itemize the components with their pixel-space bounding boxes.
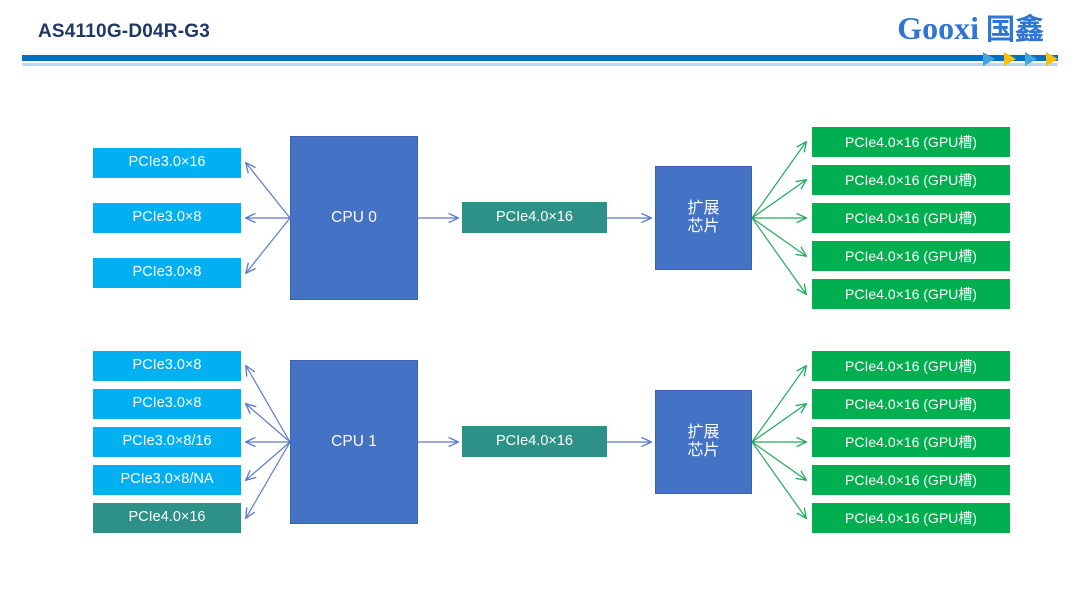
pcie-slot-box[interactable]: PCIe3.0×8/NA (93, 465, 241, 495)
gpu-slot-label: PCIe4.0×16 (GPU槽) (845, 471, 977, 488)
pcie-slot-box[interactable]: PCIe3.0×8 (93, 203, 241, 233)
triangle-right-icon-2 (1004, 52, 1016, 66)
pcie-switch-label-line1: 扩展 (687, 200, 720, 218)
pcie-slot-label: PCIe3.0×16 (128, 154, 206, 171)
block-diagram: PCIe3.0×16 PCIe3.0×8 PCIe3.0×8 CPU 0 PCI… (0, 76, 1080, 607)
header-rule-accent (22, 63, 1058, 66)
brand-logo-cjk: 国鑫 (985, 12, 1044, 46)
pcie-switch-label-line1: 扩展 (687, 424, 720, 442)
header-arrow-group (983, 52, 1058, 66)
gpu-slot-label: PCIe4.0×16 (GPU槽) (845, 171, 977, 188)
triangle-right-icon-1 (983, 52, 995, 66)
pcie-slot-box[interactable]: PCIe3.0×8 (93, 389, 241, 419)
gpu-slot-box[interactable]: PCIe4.0×16 (GPU槽) (812, 203, 1010, 233)
gpu-slot-box[interactable]: PCIe4.0×16 (GPU槽) (812, 279, 1010, 309)
triangle-right-icon-3 (1025, 52, 1037, 66)
gpu-slot-box[interactable]: PCIe4.0×16 (GPU槽) (812, 351, 1010, 381)
cpu-uplink-box[interactable]: PCIe4.0×16 (462, 426, 607, 457)
gpu-slot-label: PCIe4.0×16 (GPU槽) (845, 209, 977, 226)
brand-logo-latin: Gooxi (897, 10, 979, 46)
gpu-slot-box[interactable]: PCIe4.0×16 (GPU槽) (812, 427, 1010, 457)
gpu-slot-label: PCIe4.0×16 (GPU槽) (845, 133, 977, 150)
pcie-switch-label-line2: 芯片 (687, 442, 720, 459)
gpu-slot-label: PCIe4.0×16 (GPU槽) (845, 395, 977, 412)
gpu-slot-label: PCIe4.0×16 (GPU槽) (845, 509, 977, 526)
pcie-slot-label: PCIe3.0×8/NA (120, 471, 214, 488)
pcie-slot-label: PCIe4.0×16 (128, 509, 206, 526)
gpu-slot-label: PCIe4.0×16 (GPU槽) (845, 433, 977, 450)
gpu-slot-label: PCIe4.0×16 (GPU槽) (845, 247, 977, 264)
gpu-slot-box[interactable]: PCIe4.0×16 (GPU槽) (812, 241, 1010, 271)
cpu-uplink-label: PCIe4.0×16 (496, 208, 573, 225)
pcie-slot-label: PCIe3.0×8 (132, 209, 202, 226)
pcie-slot-label: PCIe3.0×8/16 (122, 433, 212, 450)
pcie-switch-block[interactable]: 扩展 芯片 (655, 390, 752, 494)
gpu-slot-box[interactable]: PCIe4.0×16 (GPU槽) (812, 389, 1010, 419)
cpu-uplink-label: PCIe4.0×16 (496, 432, 573, 449)
gpu-slot-label: PCIe4.0×16 (GPU槽) (845, 357, 977, 374)
cpu-block[interactable]: CPU 1 (290, 360, 418, 524)
header-rule (22, 55, 1058, 61)
page-header: AS4110G-D04R-G3 Gooxi 国鑫 (0, 0, 1080, 76)
brand-logo: Gooxi 国鑫 (897, 12, 1044, 44)
gpu-slot-box[interactable]: PCIe4.0×16 (GPU槽) (812, 465, 1010, 495)
triangle-right-icon-4 (1046, 52, 1058, 66)
pcie-slot-box[interactable]: PCIe3.0×8 (93, 258, 241, 288)
page-title: AS4110G-D04R-G3 (38, 21, 210, 42)
gpu-slot-box[interactable]: PCIe4.0×16 (GPU槽) (812, 165, 1010, 195)
pcie-switch-label-line2: 芯片 (687, 218, 720, 235)
gpu-slot-box[interactable]: PCIe4.0×16 (GPU槽) (812, 127, 1010, 157)
gpu-slot-label: PCIe4.0×16 (GPU槽) (845, 285, 977, 302)
cpu-uplink-box[interactable]: PCIe4.0×16 (462, 202, 607, 233)
pcie-slot-box[interactable]: PCIe3.0×8 (93, 351, 241, 381)
pcie-slot-box[interactable]: PCIe3.0×16 (93, 148, 241, 178)
pcie-slot-box[interactable]: PCIe3.0×8/16 (93, 427, 241, 457)
cpu-label: CPU 0 (331, 208, 377, 226)
pcie-switch-block[interactable]: 扩展 芯片 (655, 166, 752, 270)
cpu-block[interactable]: CPU 0 (290, 136, 418, 300)
pcie-slot-label: PCIe3.0×8 (132, 264, 202, 281)
cpu-label: CPU 1 (331, 432, 377, 450)
pcie-slot-label: PCIe3.0×8 (132, 395, 202, 412)
gpu-slot-box[interactable]: PCIe4.0×16 (GPU槽) (812, 503, 1010, 533)
pcie-slot-box[interactable]: PCIe4.0×16 (93, 503, 241, 533)
pcie-slot-label: PCIe3.0×8 (132, 357, 202, 374)
